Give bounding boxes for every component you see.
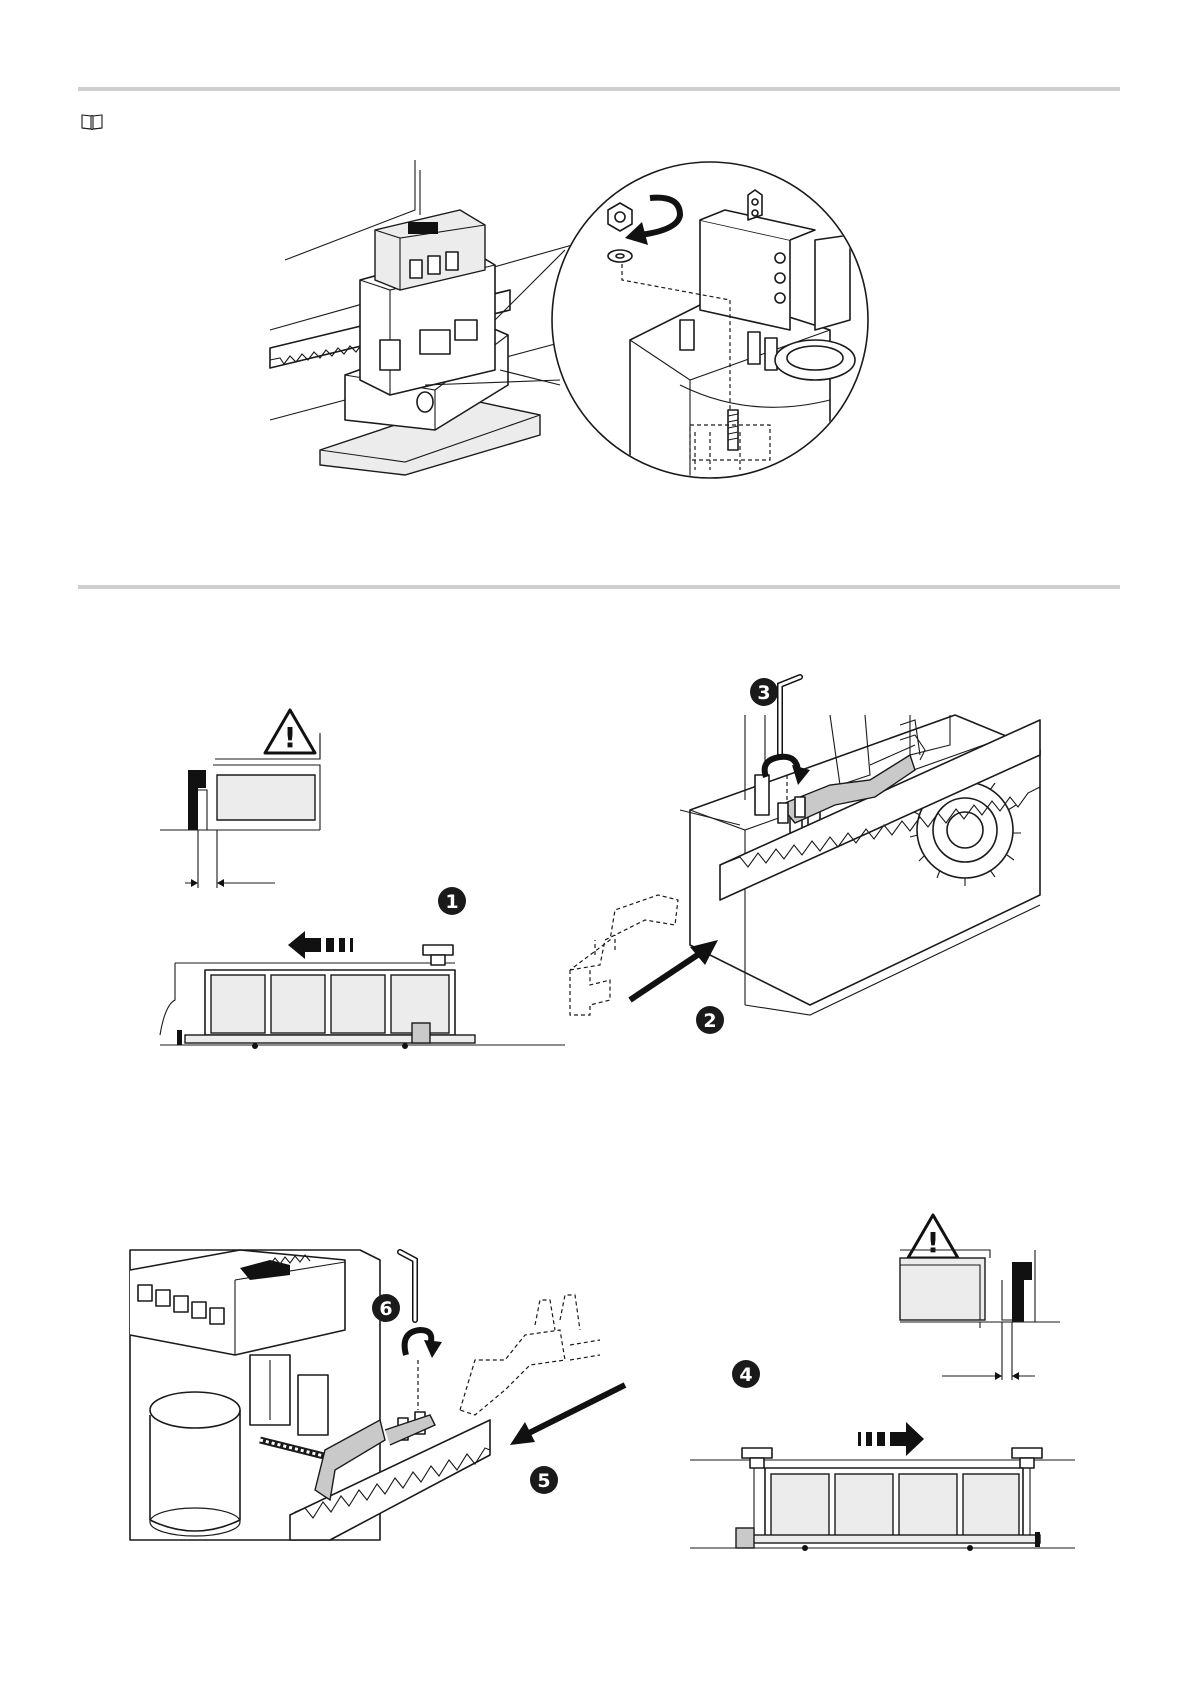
step-5-6-figure: 6 5 (130, 1250, 630, 1540)
svg-text:1: 1 (445, 891, 458, 913)
step-2-3-figure: 3 2 (570, 715, 1050, 1055)
direction-arrow-icon (630, 940, 718, 1000)
svg-text:6: 6 (379, 1298, 392, 1320)
svg-text:3: 3 (757, 682, 770, 704)
step-1-figure: ! 1 (155, 705, 575, 1055)
motor-mounting-figure (270, 170, 930, 530)
direction-arrow-icon (288, 931, 353, 959)
hex-key-icon (780, 677, 800, 755)
manual-book-icon (80, 113, 104, 131)
svg-text:!: ! (284, 721, 297, 754)
hex-key-icon (400, 1252, 415, 1320)
direction-arrow-icon (510, 1385, 625, 1445)
top-rule (78, 87, 1120, 91)
rotate-arrow-icon (405, 1330, 442, 1358)
direction-arrow-icon (858, 1422, 924, 1456)
svg-text:2: 2 (703, 1010, 716, 1032)
warning-triangle-icon: ! (265, 710, 315, 754)
svg-text:4: 4 (739, 1364, 752, 1386)
svg-text:!: ! (927, 1226, 940, 1259)
step-4-figure: ! 4 (690, 1210, 1090, 1550)
middle-rule (78, 585, 1120, 589)
svg-text:5: 5 (537, 1470, 550, 1492)
warning-triangle-icon: ! (908, 1215, 958, 1259)
